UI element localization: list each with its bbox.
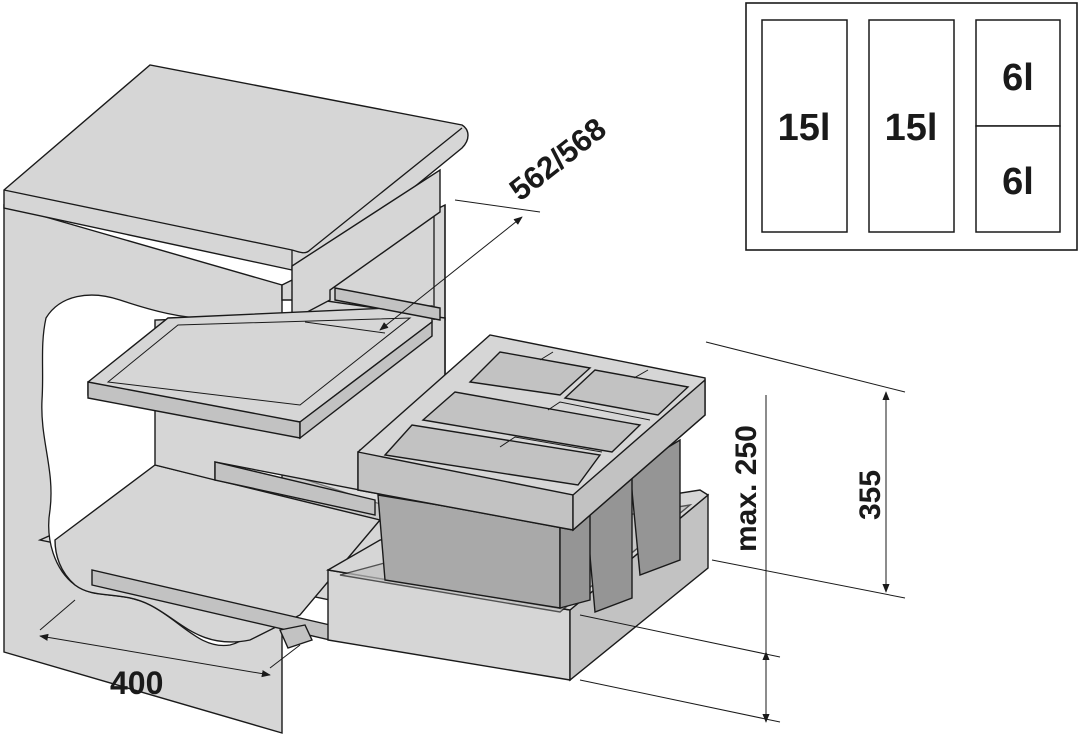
compartment-small-top [975, 19, 1061, 127]
compartment-small-bottom [975, 125, 1061, 233]
volume-label-small-top: 6l [1002, 57, 1034, 99]
volume-label-large-middle: 15l [885, 107, 938, 149]
compartment-large-middle [868, 19, 955, 233]
volume-label-small-bottom: 6l [1002, 161, 1034, 203]
compartment-layout-inset: 15l 15l 6l 6l [745, 2, 1078, 251]
waste-bins [357, 334, 706, 613]
compartment-large-left [761, 19, 848, 233]
volume-label-large-left: 15l [778, 107, 831, 149]
depth-dimension-label: 562/568 [503, 111, 613, 208]
dimension-lines [39, 199, 906, 723]
height-dimension-label: 355 [854, 470, 887, 520]
width-dimension-label: 400 [110, 665, 163, 701]
max-height-dimension-label: max. 250 [730, 425, 763, 552]
